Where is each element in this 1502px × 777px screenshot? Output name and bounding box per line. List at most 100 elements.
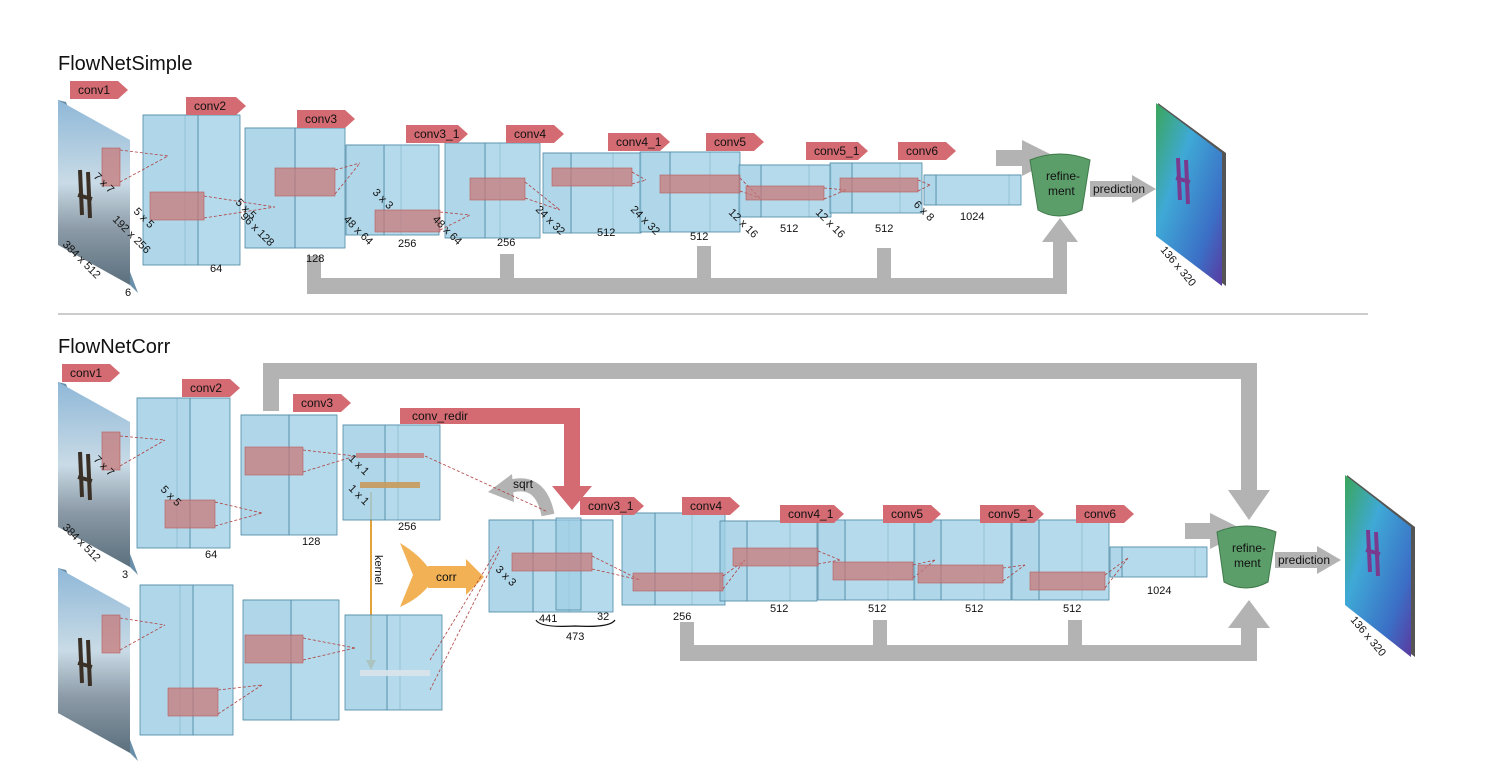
simple-conv4-1-label: conv4_1 bbox=[616, 135, 662, 149]
corr-dash-3c bbox=[302, 637, 356, 649]
simple-dash-5b bbox=[524, 197, 561, 211]
simple-refinement-shape bbox=[1029, 153, 1091, 217]
corr-conv4-1-label: conv4_1 bbox=[788, 507, 834, 521]
corr-conv5-arrow bbox=[883, 505, 941, 523]
corr-conv3-1-label: conv3_1 bbox=[588, 499, 634, 513]
simple-filter-conv2 bbox=[149, 191, 205, 221]
corr-conv3-arrow bbox=[293, 394, 351, 412]
corr-conv5-label: conv5 bbox=[891, 507, 923, 521]
simple-conv5-1-arrow bbox=[806, 142, 868, 160]
corr-kernel-slot bbox=[360, 670, 430, 676]
corr-block-conv3-bottom bbox=[344, 614, 443, 711]
corr-channels-8: 512 bbox=[770, 603, 788, 615]
simple-channels-4: 256 bbox=[497, 237, 515, 249]
simple-channels-7: 512 bbox=[780, 223, 798, 235]
corr-refinement-line1: refine- bbox=[1232, 541, 1266, 555]
corr-filter-conv3-bottom bbox=[244, 634, 304, 664]
corr-dash-7a bbox=[912, 559, 936, 566]
simple-dash-6a bbox=[631, 171, 647, 181]
corr-block-refine-input-side bbox=[1121, 546, 1208, 578]
simple-conv4-arrow bbox=[506, 125, 564, 143]
simple-block-conv4-front bbox=[542, 152, 572, 234]
corr-refinement-line2: ment bbox=[1234, 556, 1261, 570]
simple-channels-6: 512 bbox=[690, 231, 708, 243]
simple-filter-conv3 bbox=[274, 167, 336, 197]
corr-dash-1a bbox=[119, 435, 166, 441]
simple-dash-4b bbox=[439, 214, 471, 231]
corr-channels-6: 473 bbox=[566, 631, 584, 643]
simple-block-conv1-front bbox=[142, 114, 199, 266]
corr-filter-conv6 bbox=[1029, 571, 1106, 591]
simple-channels-5: 512 bbox=[597, 227, 615, 239]
corr-block-conv5-front bbox=[817, 519, 846, 601]
simple-dash-1a bbox=[119, 149, 169, 157]
simple-dash-3b bbox=[334, 162, 361, 195]
corr-dash-2c bbox=[217, 684, 263, 691]
corr-channels-12: 1024 bbox=[1147, 585, 1171, 597]
corr-label: corr bbox=[436, 570, 457, 584]
kernel-label: kernel bbox=[372, 555, 384, 585]
simple-block-conv6-front bbox=[923, 174, 937, 206]
corr-filter-conv5 bbox=[832, 561, 914, 581]
corr-filter-conv3-1 bbox=[511, 552, 593, 572]
corr-arrow bbox=[400, 543, 484, 607]
simple-output-flow-image bbox=[1156, 103, 1226, 286]
corr-channels-7: 256 bbox=[673, 611, 691, 623]
simple-channels-2: 128 bbox=[306, 253, 324, 265]
corr-dash-2a bbox=[214, 501, 263, 514]
corr-conv4-label: conv4 bbox=[690, 499, 722, 513]
corr-dash-6b bbox=[817, 559, 841, 565]
simple-prediction-label: prediction bbox=[1093, 182, 1145, 196]
simple-dash-8a bbox=[823, 187, 847, 191]
corr-channels-4: 441 bbox=[539, 613, 557, 625]
simple-refinement-label: refine- ment bbox=[1046, 169, 1083, 198]
simple-dash-2a bbox=[203, 195, 276, 208]
corr-filter-conv2-top bbox=[164, 499, 216, 529]
corr-refinement-label: refine- ment bbox=[1232, 541, 1269, 570]
corr-dash-corr-a bbox=[429, 544, 501, 661]
simple-block-conv6-side bbox=[935, 174, 1022, 206]
simple-channels-1: 64 bbox=[210, 263, 222, 275]
corr-input-image-top-face bbox=[58, 382, 130, 567]
simple-channels-3: 256 bbox=[398, 238, 416, 250]
corr-filter-conv1-bottom bbox=[101, 614, 121, 654]
corr-input-image-bottom-chair-icon bbox=[77, 637, 93, 687]
simple-block-conv4-side bbox=[570, 152, 642, 234]
corr-dash-4a bbox=[591, 555, 641, 581]
corr-channels-1: 64 bbox=[205, 549, 217, 561]
corr-block-conv3-bottom-side bbox=[386, 614, 443, 711]
simple-dash-1b bbox=[119, 155, 169, 183]
corr-filter-conv1-top bbox=[101, 431, 121, 471]
simple-block-conv1-side bbox=[197, 114, 241, 266]
simple-filter-conv5-1 bbox=[745, 185, 825, 201]
corr-skip-connections bbox=[263, 363, 1341, 661]
corr-filter-conv5-1 bbox=[917, 564, 1004, 584]
simple-refinement-line1: refine- bbox=[1046, 169, 1080, 183]
corr-block-conv5-1 bbox=[913, 519, 1012, 601]
simple-dash-8b bbox=[823, 189, 847, 200]
flownetsimple-title: FlowNetSimple bbox=[58, 53, 192, 75]
simple-dash-9a bbox=[917, 179, 931, 186]
corr-block-conv3-top-side bbox=[384, 424, 441, 521]
simple-dash-6b bbox=[631, 179, 647, 185]
corr-dash-1b bbox=[119, 439, 166, 467]
corr-filter-conv4-1 bbox=[732, 547, 819, 567]
simple-conv6-label: conv6 bbox=[906, 144, 938, 158]
corr-block-conv1-bottom bbox=[139, 584, 234, 736]
simple-filter-conv4 bbox=[469, 177, 526, 201]
simple-filter-conv3-1 bbox=[374, 209, 441, 233]
simple-conv5-label: conv5 bbox=[714, 135, 746, 149]
473-bracket bbox=[535, 619, 616, 627]
corr-dash-1c bbox=[119, 617, 166, 626]
corr-conv3-label: conv3 bbox=[301, 396, 333, 410]
corr-conv1-label: conv1 bbox=[70, 366, 102, 380]
simple-refinement-line2: ment bbox=[1048, 184, 1075, 198]
simple-conv5-1-label: conv5_1 bbox=[814, 144, 860, 158]
corr-channels-10: 512 bbox=[965, 603, 983, 615]
simple-filter-conv6 bbox=[839, 177, 919, 193]
simple-dash-2b bbox=[203, 206, 276, 219]
simple-dash-4a bbox=[439, 211, 471, 216]
corr-channels-2: 128 bbox=[302, 536, 320, 548]
corr-block-conv3-bottom-front bbox=[344, 614, 388, 711]
